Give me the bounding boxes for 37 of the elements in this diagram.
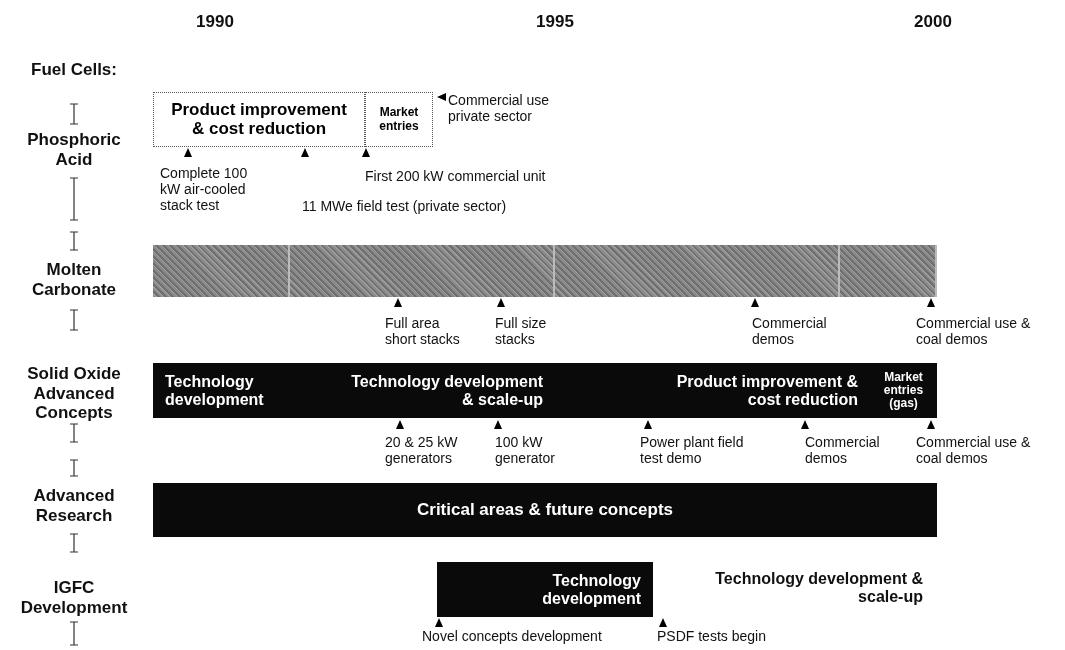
milestone-label: Novel concepts development <box>422 628 603 645</box>
phase-bar <box>153 245 290 297</box>
milestone-label: Full area short stacks <box>385 315 461 348</box>
phase-bar: Product improvement & cost reduction <box>555 363 870 418</box>
milestone-label: Commercial use & coal demos <box>916 315 1032 348</box>
phase-bar: Product improvement & cost reduction <box>153 92 365 147</box>
milestone-label: 20 & 25 kW generators <box>385 434 459 467</box>
row-label: Fuel Cells: <box>30 60 118 80</box>
milestone-label: PSDF tests begin <box>657 628 767 645</box>
phase-bar: Technology development & scale-up <box>290 363 555 418</box>
phase-bar: Technology development <box>437 562 653 617</box>
phase-bar <box>840 245 937 297</box>
phase-label: Technology development & scale-up <box>714 570 923 607</box>
milestone-label: Full size stacks <box>495 315 548 348</box>
milestone-label: 100 kW generator <box>495 434 556 467</box>
milestone-label: First 200 kW commercial unit <box>365 168 547 185</box>
year-label: 2000 <box>913 12 953 32</box>
milestone-label: Commercial use & coal demos <box>916 434 1032 467</box>
milestone-label: Commercial demos <box>752 315 828 348</box>
row-label: IGFC Development <box>19 578 129 618</box>
phase-bar: Market entries (gas) <box>870 363 937 418</box>
row-label: Phosphoric Acid <box>26 130 122 170</box>
row-label: Solid Oxide Advanced Concepts <box>26 364 122 423</box>
phase-bar <box>290 245 555 297</box>
milestone-label: Power plant field test demo <box>640 434 745 467</box>
row-label: Advanced Research <box>32 486 116 526</box>
phase-bar: Technology development <box>153 363 290 418</box>
milestone-label: Commercial use private sector <box>448 92 551 125</box>
phase-bar: Critical areas & future concepts <box>153 483 937 537</box>
row-label: Molten Carbonate <box>30 260 118 300</box>
phase-bar: Market entries <box>365 92 433 147</box>
year-label: 1995 <box>535 12 575 32</box>
milestone-label: 11 MWe field test (private sector) <box>302 198 508 215</box>
milestone-label: Complete 100 kW air-cooled stack test <box>160 165 249 214</box>
milestone-label: Commercial demos <box>805 434 881 467</box>
year-label: 1990 <box>195 12 235 32</box>
phase-bar <box>555 245 840 297</box>
